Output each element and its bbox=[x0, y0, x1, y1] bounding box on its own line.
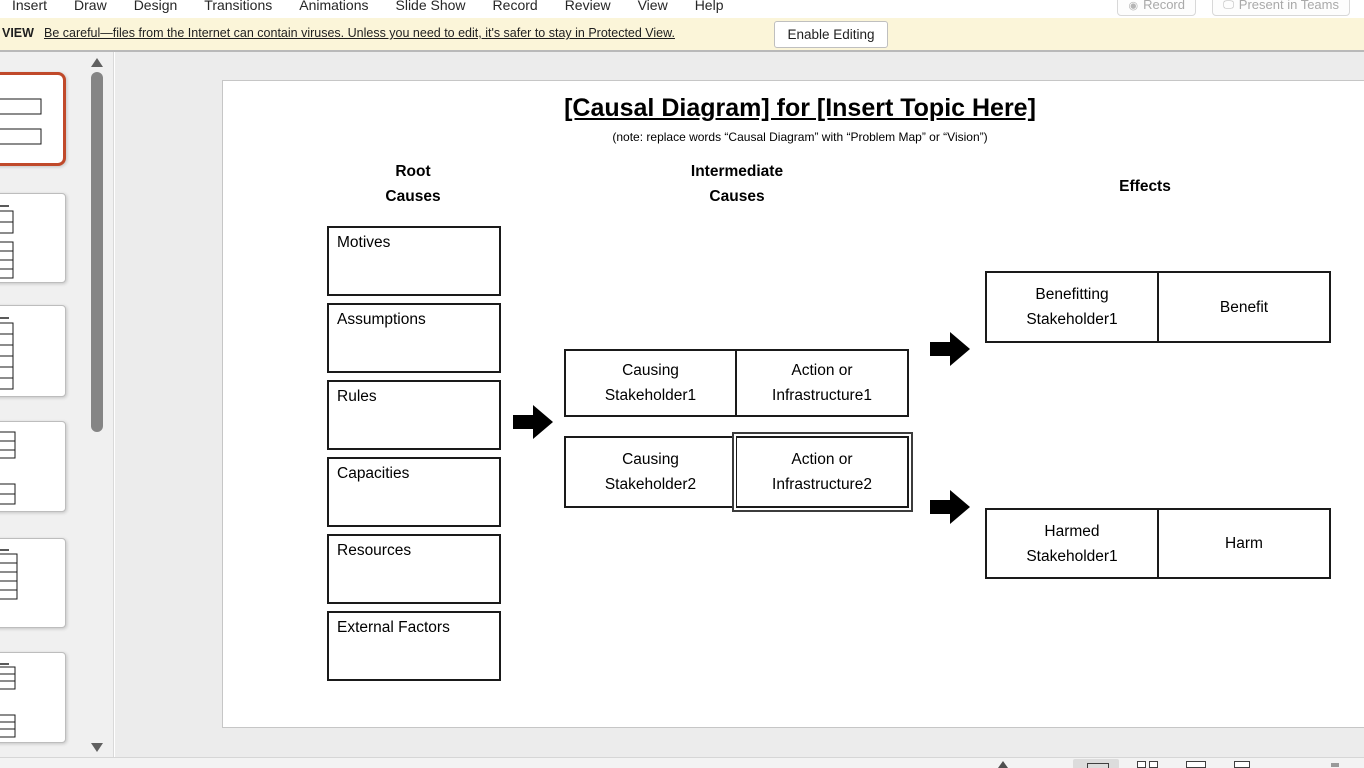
arrow-to-harm[interactable] bbox=[930, 489, 970, 525]
harmed-stakeholder1-box[interactable]: Harmed Stakeholder1 bbox=[985, 508, 1158, 579]
header-intermediate-causes[interactable]: Intermediate Causes bbox=[690, 163, 784, 205]
slide-sorter-view-icon bbox=[1149, 761, 1158, 768]
enable-editing-button[interactable]: Enable Editing bbox=[774, 21, 888, 48]
effects-row-harm: Harmed Stakeholder1 Harm bbox=[985, 508, 1331, 579]
benefit-box[interactable]: Benefit bbox=[1158, 271, 1331, 343]
thumbnail-preview bbox=[0, 663, 16, 738]
harm-box[interactable]: Harm bbox=[1158, 508, 1331, 579]
record-icon: ◉ bbox=[1128, 0, 1139, 12]
thumbnail-preview bbox=[0, 98, 42, 145]
tab-view[interactable]: View bbox=[637, 0, 668, 13]
arrow-root-to-intermediate[interactable] bbox=[513, 404, 553, 440]
slide-title[interactable]: [Causal Diagram] for [Insert Topic Here] bbox=[564, 94, 1036, 122]
scrollbar-thumb[interactable] bbox=[91, 72, 103, 432]
slide-thumbnail-4[interactable] bbox=[0, 421, 66, 512]
root-cause-box-assumptions[interactable]: Assumptions bbox=[327, 303, 501, 373]
intermediate-row-2: Causing Stakeholder2 Action or Infrastru… bbox=[564, 436, 909, 508]
tab-insert[interactable]: Insert bbox=[12, 0, 48, 13]
present-in-teams-button[interactable]: 🖵 Present in Teams bbox=[1212, 0, 1350, 16]
intermediate-row-1: Causing Stakeholder1 Action or Infrastru… bbox=[564, 349, 909, 417]
benefitting-stakeholder1-box[interactable]: Benefitting Stakeholder1 bbox=[985, 271, 1158, 343]
slide-thumbnail-6[interactable] bbox=[0, 652, 66, 743]
thumbnail-preview bbox=[0, 317, 14, 390]
header-effects[interactable]: Effects bbox=[1119, 178, 1171, 195]
root-cause-box-resources[interactable]: Resources bbox=[327, 534, 501, 604]
protected-view-banner: VIEW Be careful—files from the Internet … bbox=[0, 18, 1364, 52]
tab-slide-show[interactable]: Slide Show bbox=[395, 0, 466, 13]
reading-view-button[interactable] bbox=[1186, 761, 1206, 768]
zoom-control[interactable] bbox=[1331, 763, 1339, 767]
root-cause-box-rules[interactable]: Rules bbox=[327, 380, 501, 450]
thumbnail-scrollbar[interactable] bbox=[89, 52, 105, 757]
scroll-down-arrow[interactable] bbox=[91, 743, 103, 752]
slide-thumbnail-2[interactable] bbox=[0, 193, 66, 283]
protected-view-message[interactable]: Be careful—files from the Internet can c… bbox=[44, 26, 675, 40]
protected-view-label: VIEW bbox=[2, 26, 34, 40]
slide-thumbnail-1[interactable] bbox=[0, 72, 66, 166]
scroll-up-arrow[interactable] bbox=[91, 58, 103, 67]
slide-thumbnail-5[interactable] bbox=[0, 538, 66, 628]
ribbon-tabs: Insert Draw Design Transitions Animation… bbox=[12, 0, 723, 16]
ribbon-tab-bar: Insert Draw Design Transitions Animation… bbox=[0, 0, 1364, 18]
slide-thumbnail-3[interactable] bbox=[0, 305, 66, 397]
slide-thumbnail-panel bbox=[0, 52, 114, 757]
tab-help[interactable]: Help bbox=[694, 0, 724, 13]
status-bar bbox=[0, 757, 1364, 768]
slide-sorter-view-button[interactable] bbox=[1137, 761, 1146, 768]
slide-canvas: [Causal Diagram] for [Insert Topic Here]… bbox=[115, 52, 1364, 757]
slide-subtitle-note[interactable]: (note: replace words “Causal Diagram” wi… bbox=[612, 130, 988, 144]
thumbnail-preview bbox=[0, 205, 14, 279]
root-cause-box-motives[interactable]: Motives bbox=[327, 226, 501, 296]
slide-editing-area[interactable]: [Causal Diagram] for [Insert Topic Here]… bbox=[222, 80, 1364, 728]
root-cause-box-capacities[interactable]: Capacities bbox=[327, 457, 501, 527]
thumbnail-preview bbox=[0, 549, 18, 600]
accessibility-icon[interactable] bbox=[998, 761, 1008, 768]
root-cause-box-external-factors[interactable]: External Factors bbox=[327, 611, 501, 681]
action-infrastructure1-box[interactable]: Action or Infrastructure1 bbox=[736, 349, 909, 417]
action-infrastructure2-box[interactable]: Action or Infrastructure2 bbox=[736, 436, 909, 508]
arrow-to-benefit[interactable] bbox=[930, 331, 970, 367]
record-button[interactable]: ◉ Record bbox=[1117, 0, 1196, 16]
present-in-teams-icon: 🖵 bbox=[1223, 0, 1234, 11]
effects-row-benefit: Benefitting Stakeholder1 Benefit bbox=[985, 271, 1331, 343]
tab-review[interactable]: Review bbox=[564, 0, 611, 13]
tab-draw[interactable]: Draw bbox=[74, 0, 107, 13]
slideshow-view-button[interactable] bbox=[1234, 761, 1250, 768]
header-root-causes[interactable]: Root Causes bbox=[385, 163, 441, 205]
causing-stakeholder2-box[interactable]: Causing Stakeholder2 bbox=[564, 436, 736, 508]
normal-view-button[interactable] bbox=[1073, 759, 1119, 768]
tab-animations[interactable]: Animations bbox=[299, 0, 369, 13]
causing-stakeholder1-box[interactable]: Causing Stakeholder1 bbox=[564, 349, 736, 417]
tab-record[interactable]: Record bbox=[492, 0, 538, 13]
thumbnail-preview bbox=[0, 431, 16, 505]
tab-design[interactable]: Design bbox=[133, 0, 178, 13]
tab-transitions[interactable]: Transitions bbox=[204, 0, 273, 13]
